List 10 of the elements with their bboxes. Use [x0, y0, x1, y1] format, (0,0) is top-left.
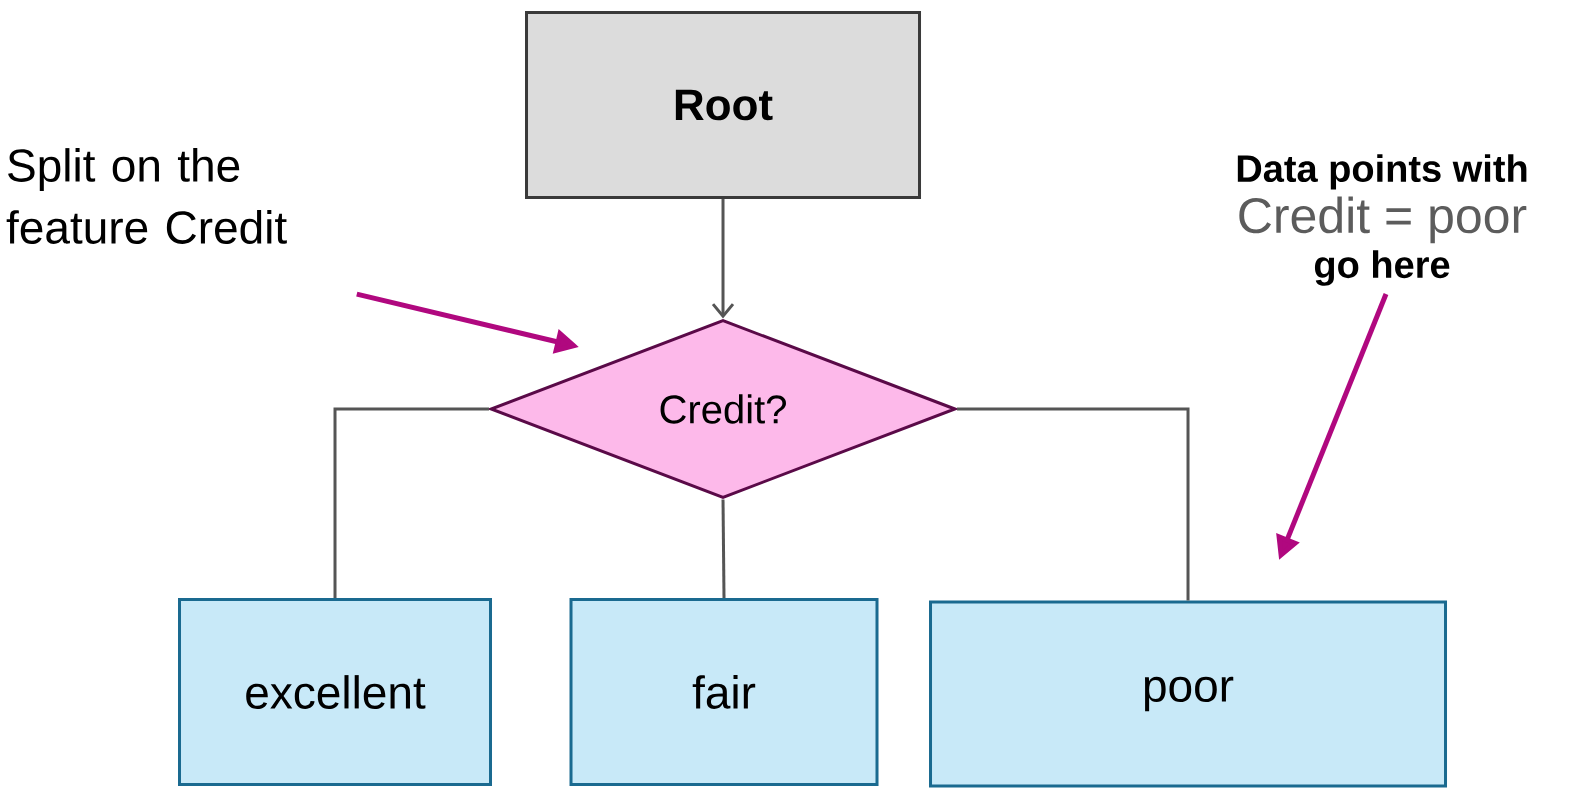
arrow [711, 199, 735, 319]
annotation-text: Data points with Credit = poor go here [1237, 154, 1527, 286]
leaf-box: fair [569, 598, 879, 786]
root-box: Root [525, 11, 921, 199]
connector [721, 499, 726, 598]
connector [957, 407, 1190, 601]
annotation-text: Split on the feature Credit [6, 148, 287, 244]
connector [333, 407, 489, 598]
leaf-box: poor [929, 600, 1447, 788]
leaf-box: excellent [178, 598, 492, 786]
